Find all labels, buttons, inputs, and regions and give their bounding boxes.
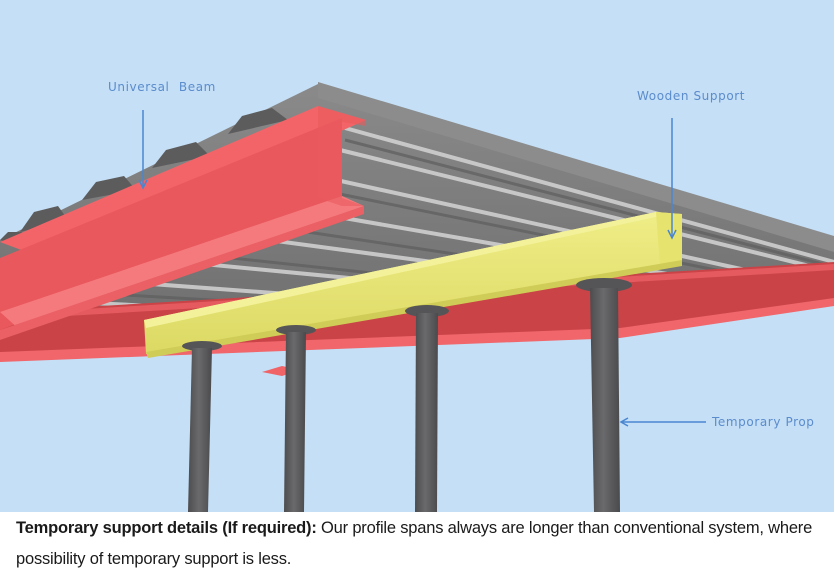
caption-text: Our profile spans always are longer than… bbox=[16, 519, 813, 568]
label-universal-beam: Universal Beam bbox=[108, 80, 216, 94]
structure-illustration bbox=[0, 82, 834, 512]
universal-beam bbox=[0, 106, 366, 340]
label-temporary-prop: Temporary Prop bbox=[712, 415, 815, 429]
temporary-props bbox=[182, 278, 632, 512]
caption: Temporary support details (If required):… bbox=[16, 513, 828, 575]
label-wooden-support: Wooden Support bbox=[637, 89, 746, 103]
caption-heading: Temporary support details (If required): bbox=[16, 519, 317, 537]
diagram-illustration: Universal Beam Wooden Support Temporary … bbox=[0, 0, 834, 512]
annotation-arrows bbox=[138, 110, 706, 427]
